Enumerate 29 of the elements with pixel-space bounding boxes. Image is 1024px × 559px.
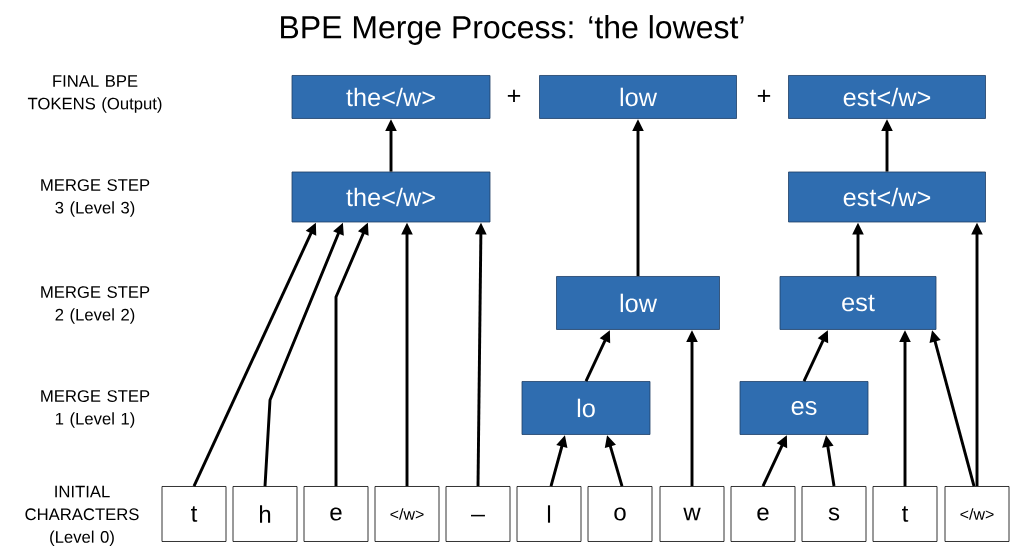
plus-sign: + (757, 89, 771, 103)
token-box: est</w> (788, 75, 986, 119)
character-box: e (730, 486, 796, 542)
token-box: lo (521, 381, 651, 435)
row-label: MERGE STEP 1 (Level 1) (41, 390, 150, 428)
plus-sign: + (507, 89, 521, 103)
character-box: t (161, 486, 227, 542)
character-box: t (872, 486, 938, 542)
row-label: MERGE STEP 3 (Level 3) (41, 179, 150, 217)
character-box: h (232, 486, 298, 542)
row-label: MERGE STEP 2 (Level 2) (41, 286, 150, 324)
title: BPE Merge Process: ‘the lowest’ (281, 15, 744, 45)
row-label: FINAL BPE TOKENS (Output) (27, 75, 162, 113)
character-box: e (303, 486, 369, 542)
token-box: low (539, 75, 737, 119)
character-box: l (516, 486, 582, 542)
character-box: </w> (374, 486, 440, 542)
token-box: the</w> (291, 75, 491, 119)
row-label: INITIAL CHARACTERS (Level 0) (25, 485, 139, 547)
token-box: es (739, 381, 869, 435)
character-box: s (801, 486, 867, 542)
character-box: o (587, 486, 653, 542)
character-box: _ (445, 486, 511, 542)
token-box: est</w> (788, 171, 986, 223)
character-box: w (659, 486, 725, 542)
token-box: the</w> (291, 171, 491, 223)
token-box: low (556, 276, 720, 330)
token-box: est (779, 276, 937, 330)
character-box: </w> (944, 486, 1010, 542)
